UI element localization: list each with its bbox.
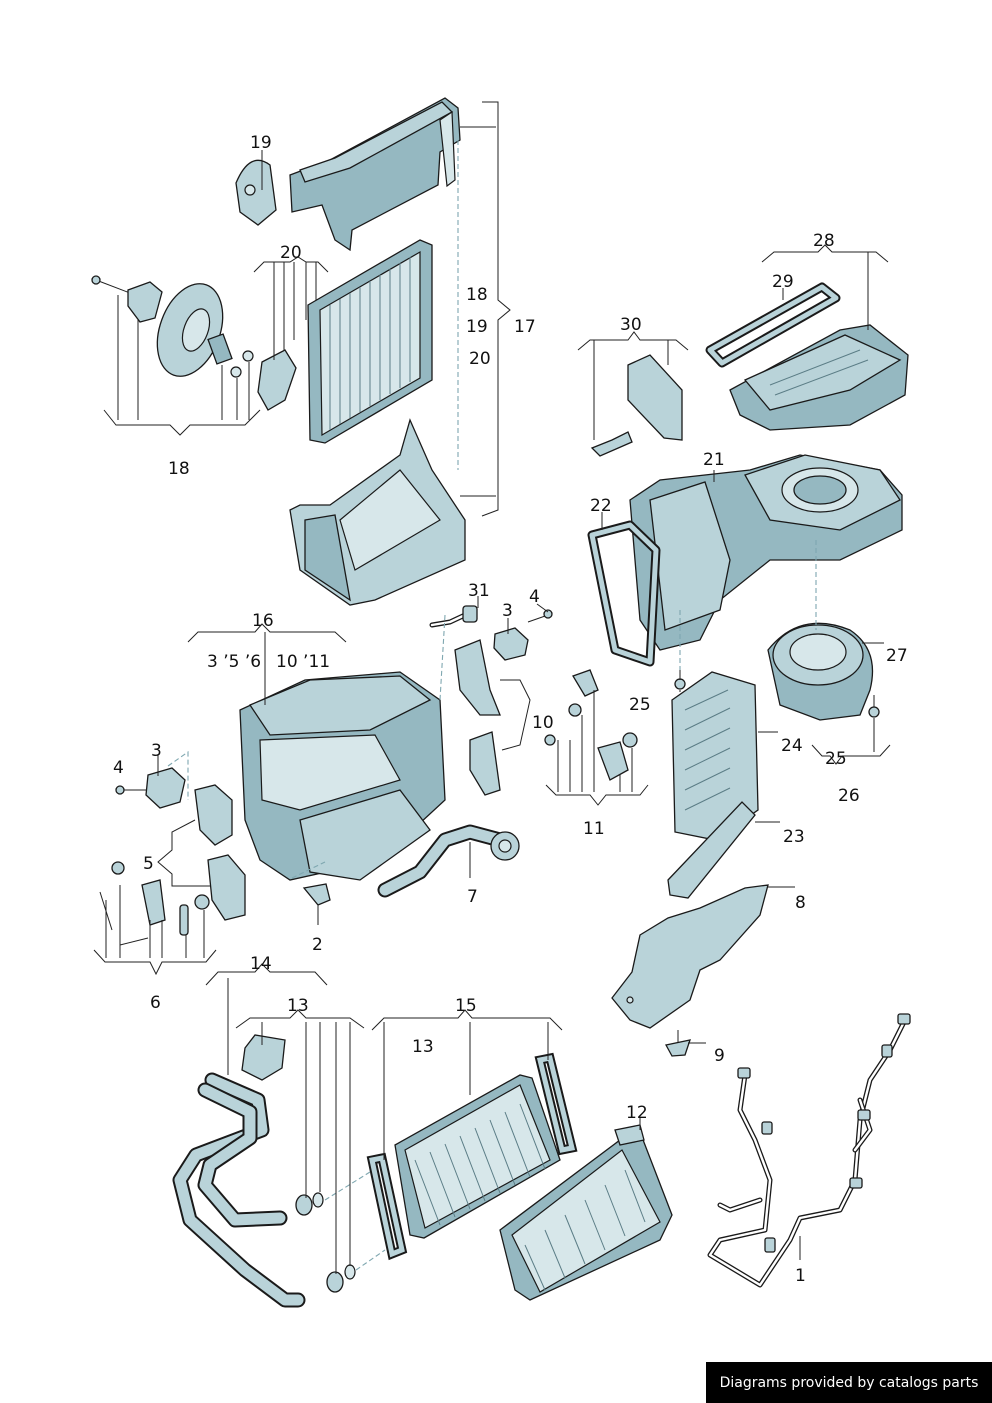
callout-25-left: 25: [629, 695, 651, 715]
callout-2: 2: [312, 935, 323, 955]
callout-17: 17: [514, 317, 536, 337]
screw-part-25: [674, 668, 686, 690]
callout-16-sub-a: 3 ’5 ’6: [207, 652, 261, 672]
actuator-part-3-left: [115, 767, 186, 809]
callout-4-right: 4: [529, 587, 540, 607]
cover-part-19: [235, 159, 277, 226]
callout-15: 15: [455, 996, 477, 1016]
callout-19-top: 19: [250, 133, 272, 153]
wiring-harness-1: [707, 1013, 911, 1288]
shield-plate-8: [611, 884, 769, 1029]
auxiliary-heater-12: [499, 1124, 673, 1301]
callout-31: 31: [468, 581, 490, 601]
callout-3-left: 3: [151, 741, 162, 761]
callout-22: 22: [590, 496, 612, 516]
callout-7: 7: [467, 887, 478, 907]
callout-10: 10: [532, 713, 554, 733]
seal-frame-22: [587, 520, 661, 667]
callout-4-left: 4: [113, 758, 124, 778]
callout-1: 1: [795, 1266, 806, 1286]
clip-part-2: [302, 883, 331, 906]
callout-24: 24: [781, 736, 803, 756]
drain-hose-7: [377, 824, 520, 898]
callout-6: 6: [150, 993, 161, 1013]
callout-8: 8: [795, 893, 806, 913]
callout-18-right: 18: [466, 285, 488, 305]
pollen-filter-24: [671, 671, 759, 841]
callout-23: 23: [783, 827, 805, 847]
leader-lines: [93, 101, 891, 1274]
evaporator-core: [307, 239, 433, 444]
gasket-part-29: [705, 282, 841, 368]
expansion-valve-assembly-18: [91, 275, 297, 411]
callout-12: 12: [626, 1103, 648, 1123]
filter-part-30: [590, 354, 683, 457]
coolant-pipes-14: [172, 1034, 386, 1308]
callout-9: 9: [714, 1046, 725, 1066]
bracket-parts-11: [454, 639, 638, 796]
callout-3-right: 3: [502, 601, 513, 621]
callout-20-right: 20: [469, 349, 491, 369]
blower-motor-27: [767, 622, 880, 721]
callout-labels: 19 20 18 19 20 17 18 16 3 ’5 ’6 10 ’11 3…: [113, 133, 908, 1286]
callout-28: 28: [813, 231, 835, 251]
callout-26: 26: [838, 786, 860, 806]
callout-27: 27: [886, 646, 908, 666]
air-conditioning-unit-16: [239, 671, 446, 881]
callout-14: 14: [250, 954, 272, 974]
callout-30: 30: [620, 315, 642, 335]
actuator-part-3-right: [493, 609, 553, 661]
callout-20-top: 20: [280, 243, 302, 263]
callout-13-mid: 13: [412, 1037, 434, 1057]
attribution-banner: Diagrams provided by catalogs parts: [706, 1362, 992, 1403]
cover-part-23: [667, 801, 756, 899]
fastener-part-9: [665, 1030, 691, 1057]
callout-16: 16: [252, 611, 274, 631]
callout-19-right: 19: [466, 317, 488, 337]
callout-5: 5: [143, 854, 154, 874]
callout-18-left: 18: [168, 459, 190, 479]
air-distribution-unit-28: [729, 324, 909, 431]
blower-housing-21: [629, 454, 903, 651]
callout-16-sub-b: 10 ’11: [276, 652, 330, 672]
heater-core-15: [394, 1074, 561, 1239]
callout-11: 11: [583, 819, 605, 839]
evaporator-housing: [289, 140, 466, 606]
callout-13-top: 13: [287, 996, 309, 1016]
bracket-part-17: [289, 97, 461, 252]
callout-29: 29: [772, 272, 794, 292]
seal-part-13: [366, 1052, 578, 1261]
sensor-part-31: [429, 605, 478, 628]
linkage-part-6: [99, 861, 210, 946]
callout-25-right: 25: [825, 749, 847, 769]
callout-21: 21: [703, 450, 725, 470]
actuator-part-5: [194, 784, 246, 921]
